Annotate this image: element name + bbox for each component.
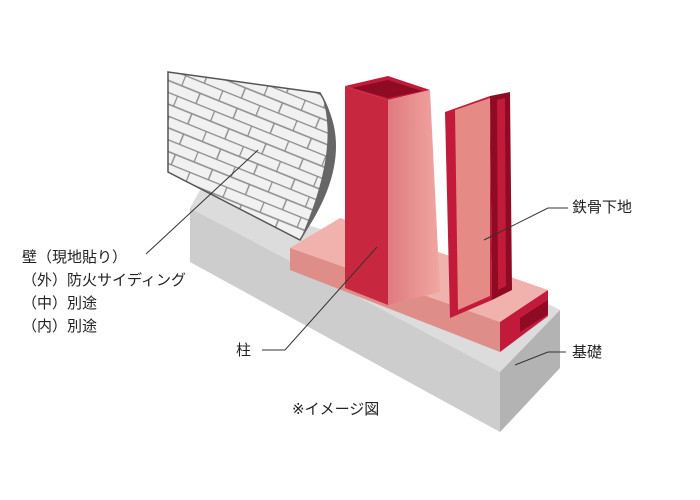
column-label: 柱 bbox=[236, 341, 251, 359]
wall-spec-label: 壁（現地貼り） （外）防火サイディング （中）別途 （内）別途 bbox=[22, 246, 186, 338]
wall-title-label: 壁（現地貼り） bbox=[22, 246, 186, 269]
column-front-face bbox=[388, 90, 440, 305]
foundation-label: 基礎 bbox=[572, 343, 602, 361]
steel-stud bbox=[445, 92, 512, 318]
wall-outer-label: （外）防火サイディング bbox=[22, 269, 186, 292]
steel-column bbox=[345, 76, 440, 305]
column-left-face bbox=[345, 86, 388, 305]
wall-middle-label: （中）別途 bbox=[22, 292, 186, 315]
note-label: ※イメージ図 bbox=[292, 400, 379, 418]
wall-inner-label: （内）別途 bbox=[22, 315, 186, 338]
steel-frame-label: 鉄骨下地 bbox=[572, 198, 632, 216]
